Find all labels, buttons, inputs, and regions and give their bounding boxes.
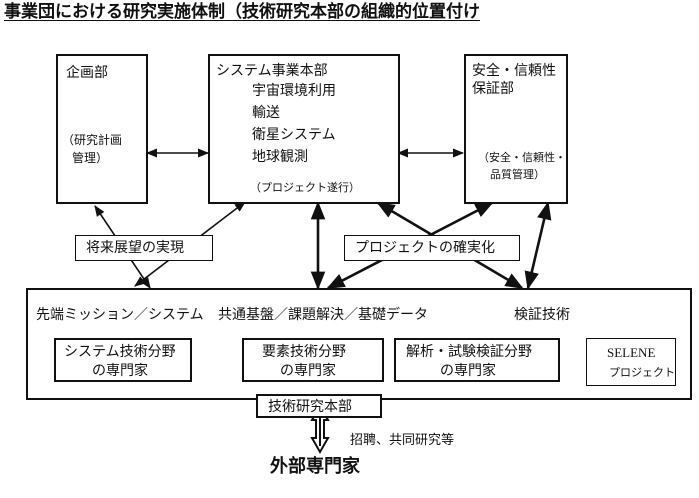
systems-item-earth-obs: 地球観測 xyxy=(252,149,308,165)
safety-dept-name-1: 安全・信頼性 xyxy=(472,63,556,79)
safety-dept-box: 安全・信頼性 保証部 （安全・信頼性・ 品質管理） xyxy=(464,54,568,204)
expert-elements-box: 要素技術分野 の専門家 xyxy=(242,338,384,382)
heading-verification: 検証技術 xyxy=(514,307,570,323)
research-hq-box: 先端ミッション／システム 共通基盤／課題解決／基礎データ 検証技術 システム技術… xyxy=(26,288,692,400)
selene-subtitle: プロジェクト xyxy=(609,366,675,379)
systems-hq-name: システム事業本部 xyxy=(216,63,328,79)
arrow-safety-verification xyxy=(524,201,552,290)
planning-dept-detail-2: 管理） xyxy=(72,151,109,165)
systems-item-space-env: 宇宙環境利用 xyxy=(252,83,336,99)
systems-item-transport: 輸送 xyxy=(252,105,280,121)
safety-dept-name-2: 保証部 xyxy=(472,81,514,97)
expert-analysis-box: 解析・試験検証分野 の専門家 xyxy=(394,338,560,382)
page-title: 事業団における研究実施体制（技術研究本部の組織的位置付け xyxy=(4,2,480,22)
heading-common-base: 共通基盤／課題解決／基礎データ xyxy=(218,307,428,323)
systems-hq-box: システム事業本部 宇宙環境利用 輸送 衛星システム 地球観測 （プロジェクト遂行… xyxy=(208,54,400,204)
external-relation-text: 招聘、共同研究等 xyxy=(350,433,455,448)
heading-advanced-mission: 先端ミッション／システム xyxy=(36,307,204,323)
planning-dept-name: 企画部 xyxy=(66,65,108,81)
planning-dept-box: 企画部 （研究計画 管理） xyxy=(56,54,148,204)
expert-systems-box: システム技術分野 の専門家 xyxy=(54,338,192,382)
external-experts-label: 外部専門家 xyxy=(270,456,360,477)
safety-dept-detail-2: 品質管理） xyxy=(490,168,545,181)
systems-item-satellite: 衛星システム xyxy=(252,127,336,143)
selene-project-box: SELENE プロジェクト xyxy=(586,338,676,386)
project-assurance-label: プロジェクトの確実化 xyxy=(344,235,520,261)
selene-name: SELENE xyxy=(607,345,656,360)
planning-dept-detail-1: （研究計画 xyxy=(62,133,123,147)
future-vision-label: 将来展望の実現 xyxy=(75,235,213,261)
safety-dept-detail-1: （安全・信頼性・ xyxy=(478,151,566,164)
systems-hq-detail: （プロジェクト遂行） xyxy=(250,181,360,194)
research-hq-label: 技術研究本部 xyxy=(256,394,382,418)
